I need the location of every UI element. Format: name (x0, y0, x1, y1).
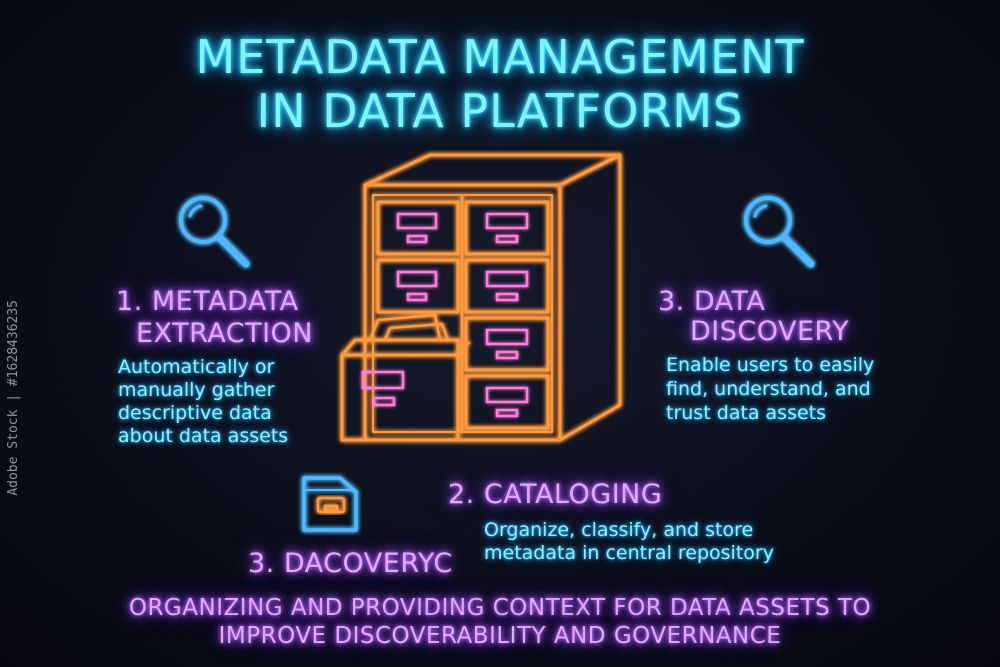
extraction-desc-line: Automatically or (118, 356, 275, 378)
dacovery-heading: 3. DACOVERYC (248, 548, 453, 579)
file-cabinet-icon (340, 153, 622, 442)
discovery-desc-line: find, understand, and (666, 378, 871, 400)
extraction-desc-line: descriptive data (118, 402, 272, 424)
cataloging-desc-line: metadata in central repository (484, 542, 774, 564)
title-line-1: METADATA MANAGEMENT (195, 30, 805, 84)
discovery-heading-line-2: DISCOVERY (690, 316, 850, 347)
magnifier-icon (179, 196, 250, 268)
footer-line-1: ORGANIZING AND PROVIDING CONTEXT FOR DAT… (128, 595, 872, 621)
stock-watermark: Adobe Stock | #1628436235 (6, 300, 21, 496)
extraction-heading-line-2: EXTRACTION (136, 318, 313, 349)
magnifier-icon (744, 196, 815, 268)
title-line-2: IN DATA PLATFORMS (256, 84, 744, 138)
cataloging-heading: 2. CATALOGING (448, 479, 663, 510)
extraction-desc-line: about data assets (118, 425, 289, 447)
extraction-heading-line-1: 1. METADATA (116, 286, 299, 317)
discovery-heading-line-1: 3. DATA (658, 286, 766, 317)
footer-line-2: IMPROVE DISCOVERABILITY AND GOVERNANCE (218, 623, 782, 649)
discovery-desc-line: trust data assets (666, 402, 827, 424)
extraction-desc-line: manually gather (118, 379, 275, 401)
cataloging-desc-line: Organize, classify, and store (484, 519, 754, 541)
folder-icon (302, 476, 358, 532)
discovery-desc-line: Enable users to easily (666, 354, 875, 376)
